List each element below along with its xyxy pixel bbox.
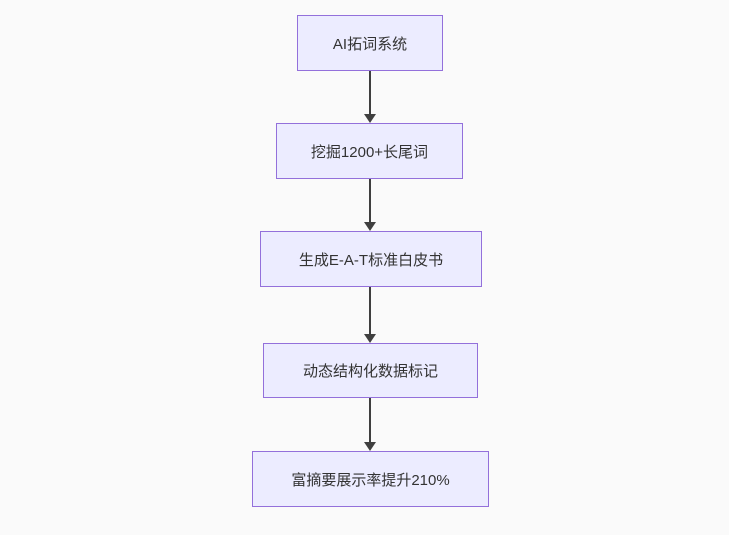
arrow-line [369, 179, 371, 222]
flow-node-1: AI拓词系统 [297, 15, 443, 71]
flow-arrow-4 [364, 398, 376, 451]
arrow-head-icon [364, 334, 376, 343]
flow-arrow-1 [364, 71, 376, 123]
flow-node-2: 挖掘1200+长尾词 [276, 123, 463, 179]
arrow-line [369, 398, 371, 442]
arrow-line [369, 287, 371, 334]
flow-node-5: 富摘要展示率提升210% [252, 451, 489, 507]
flow-node-3-label: 生成E-A-T标准白皮书 [298, 251, 444, 269]
flow-node-3: 生成E-A-T标准白皮书 [260, 231, 482, 287]
flow-arrow-2 [364, 179, 376, 231]
arrow-head-icon [364, 114, 376, 123]
arrow-line [369, 71, 371, 114]
flow-node-2-label: 挖掘1200+长尾词 [310, 143, 429, 161]
flow-node-4-label: 动态结构化数据标记 [302, 363, 438, 380]
flow-node-1-label: AI拓词系统 [332, 35, 408, 53]
arrow-head-icon [364, 222, 376, 231]
flow-node-4: 动态结构化数据标记 [263, 343, 478, 398]
flow-node-5-label: 富摘要展示率提升210% [291, 471, 450, 489]
flow-arrow-3 [364, 287, 376, 343]
arrow-head-icon [364, 442, 376, 451]
